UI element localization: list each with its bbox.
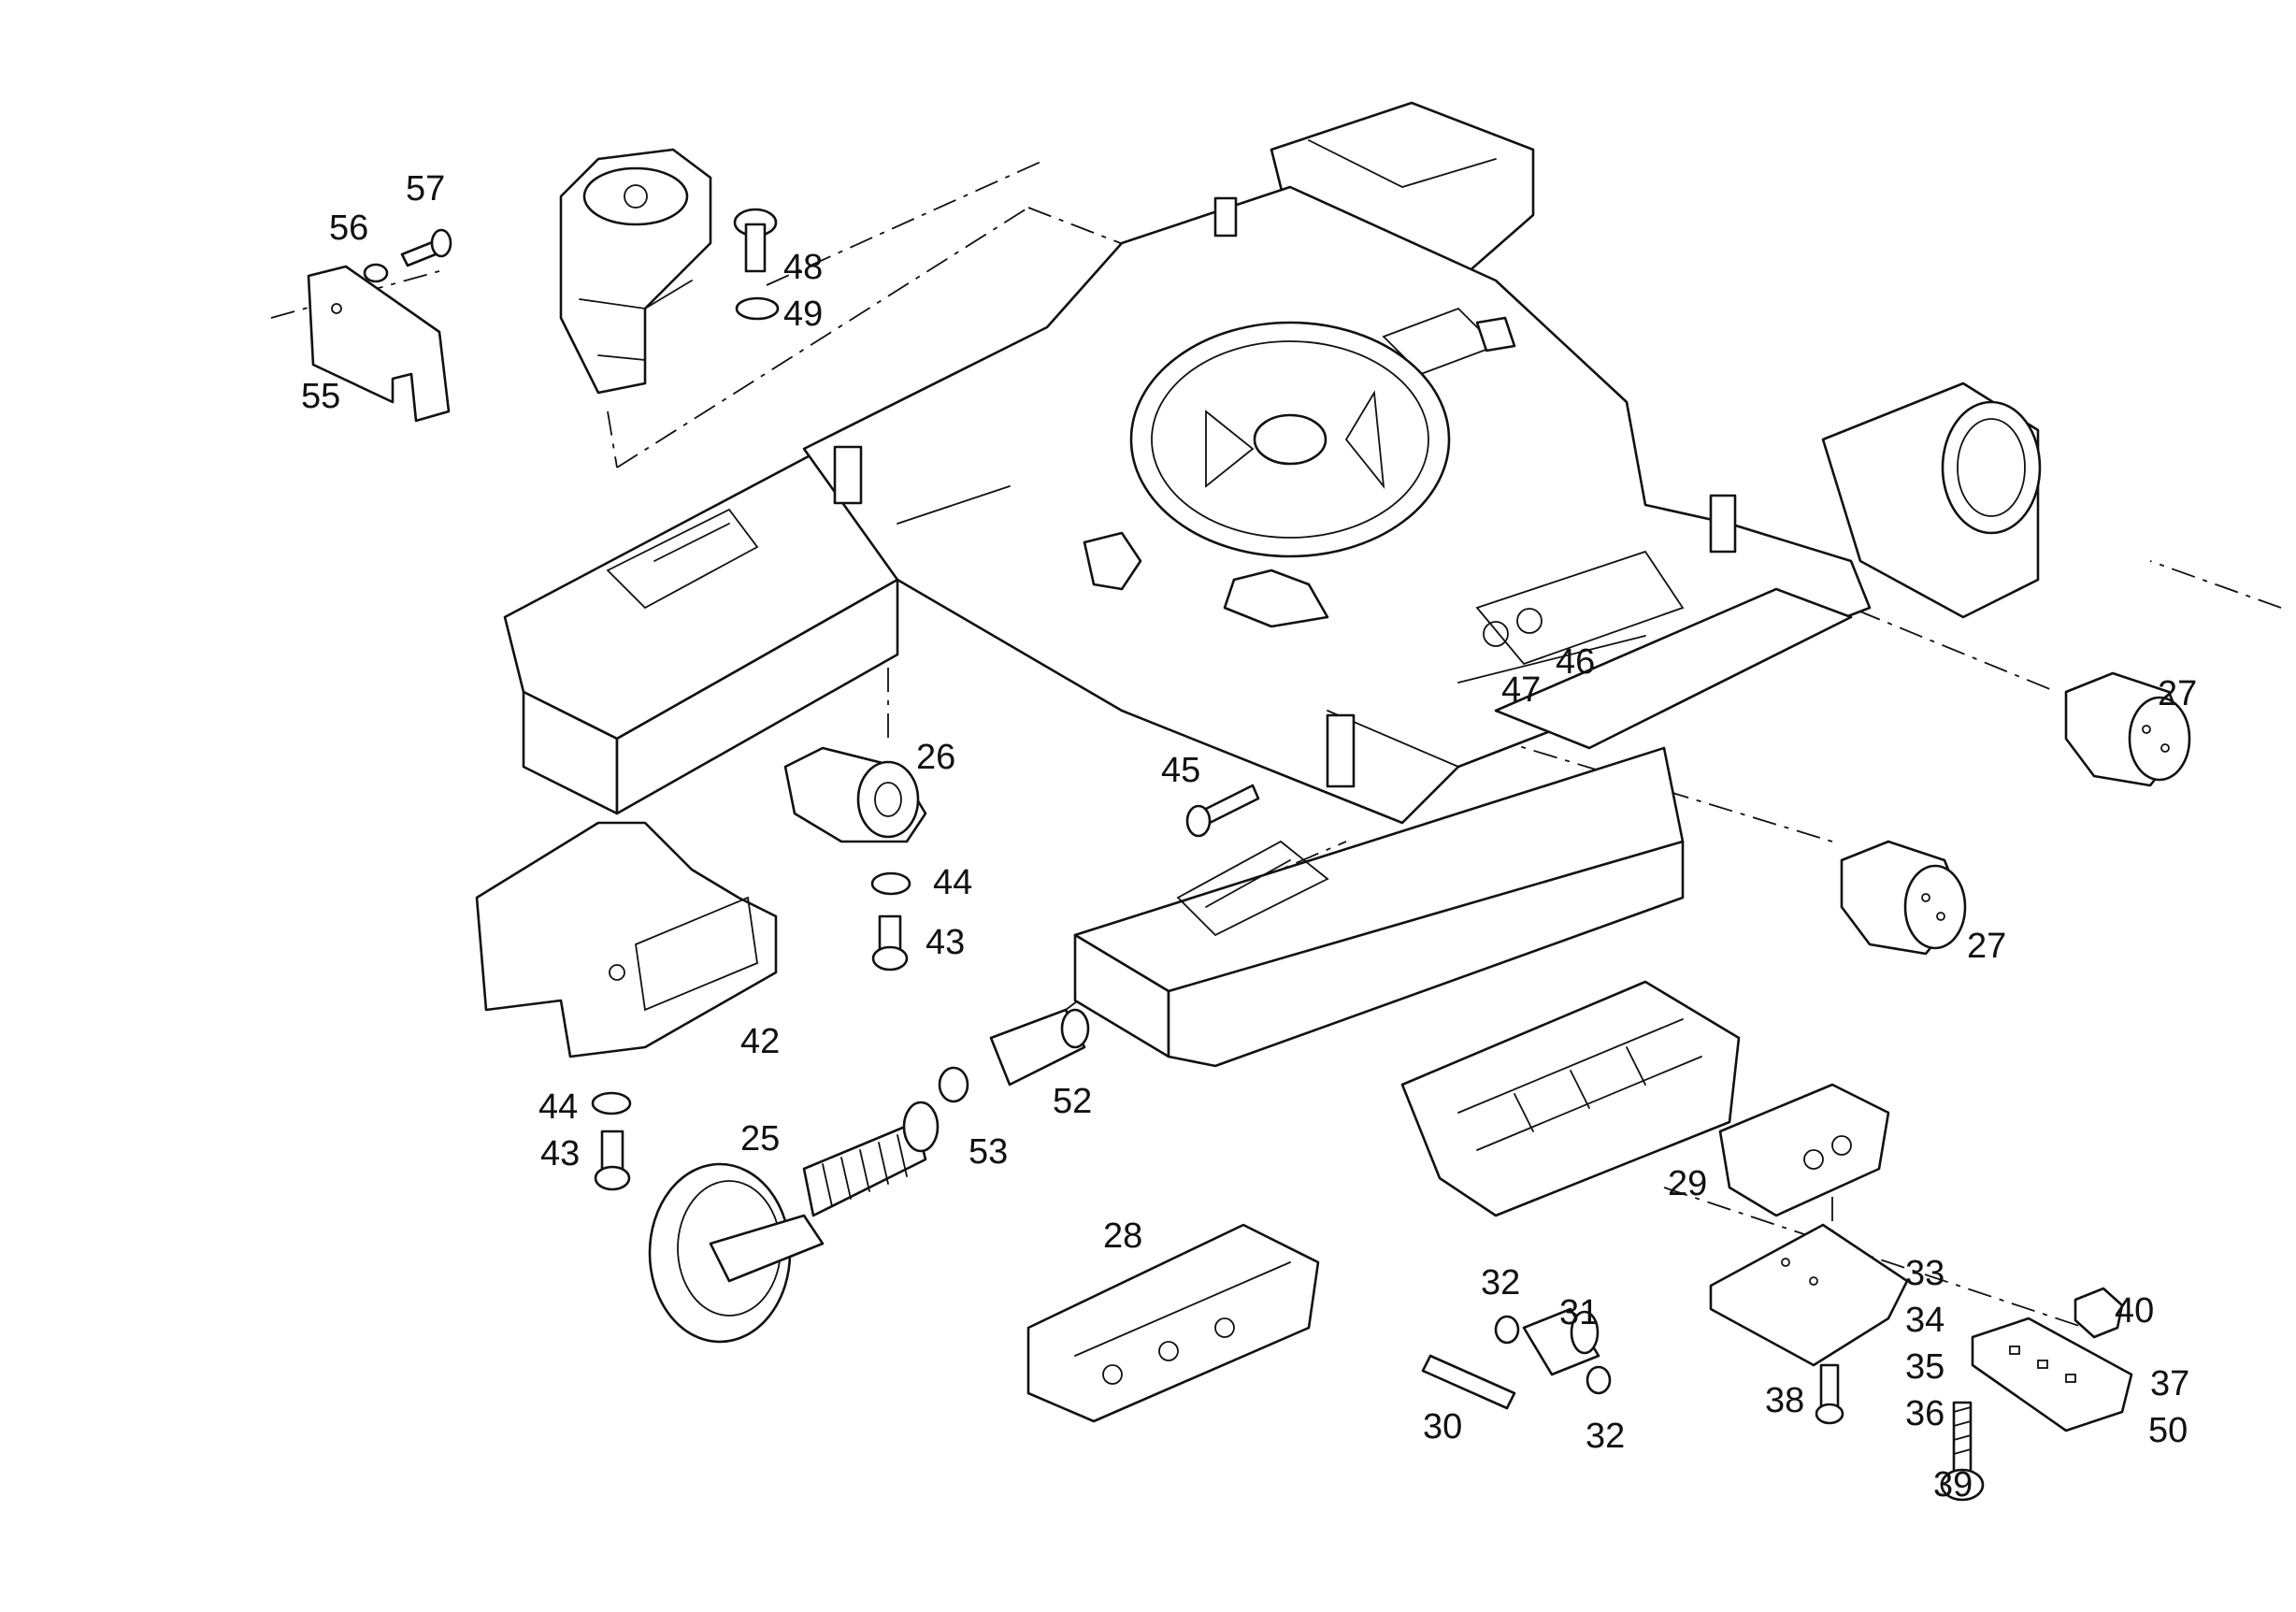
label-34: 34	[1905, 1301, 1944, 1340]
label-55: 55	[301, 377, 340, 416]
label-45: 45	[1161, 751, 1200, 790]
washer-44-upper	[870, 871, 911, 896]
label-56: 56	[329, 209, 368, 248]
label-29: 29	[1668, 1164, 1707, 1203]
cylinder-52	[989, 1008, 1090, 1087]
label-50: 50	[2148, 1411, 2188, 1450]
travel-motor	[559, 148, 712, 395]
bolt-48	[733, 208, 778, 273]
rubber-pad	[1971, 1317, 2133, 1432]
nut-40	[2074, 1287, 2124, 1339]
undercarriage-frame	[503, 101, 2042, 1068]
front-idler-25	[648, 1101, 940, 1344]
label-31: 31	[1559, 1293, 1599, 1332]
label-53: 53	[969, 1132, 1008, 1172]
bolt-45	[1185, 784, 1260, 838]
label-42: 42	[740, 1022, 780, 1061]
label-28: 28	[1103, 1216, 1142, 1256]
idler-bracket-42	[475, 821, 778, 1058]
label-32-upper: 32	[1481, 1263, 1520, 1303]
bracket-plate-55	[307, 265, 451, 423]
washer-56	[363, 263, 389, 283]
label-27-upper: 27	[2158, 674, 2197, 713]
label-25: 25	[740, 1119, 780, 1159]
label-47: 47	[1501, 670, 1541, 710]
label-35: 35	[1905, 1347, 1944, 1387]
label-39: 39	[1933, 1465, 1973, 1504]
label-57: 57	[406, 169, 445, 209]
bolt-38	[1815, 1363, 1844, 1425]
label-26: 26	[916, 738, 955, 777]
label-43-upper: 43	[926, 923, 965, 962]
bolt-43-lower	[594, 1130, 631, 1191]
track-chain-28	[1026, 1223, 1320, 1423]
seal-32-lower	[1586, 1365, 1612, 1395]
label-48: 48	[783, 248, 823, 287]
track-roller-27-upper	[2064, 671, 2191, 787]
bolt-39	[1940, 1401, 1985, 1502]
callout-labels: 57 56 55 48 49 26 47 46 45 27 27 44 43 4…	[301, 169, 2197, 1504]
label-49: 49	[783, 295, 823, 334]
washer-44-lower	[591, 1091, 632, 1115]
label-37: 37	[2150, 1364, 2189, 1403]
label-36: 36	[1905, 1394, 1944, 1433]
label-38: 38	[1765, 1381, 1804, 1420]
track-link-29	[1718, 1083, 1890, 1217]
label-43-lower: 43	[540, 1134, 580, 1173]
label-52: 52	[1053, 1082, 1092, 1121]
washer-49	[735, 296, 780, 321]
bushing-31	[1522, 1307, 1600, 1376]
ring-53	[938, 1066, 969, 1103]
pin-30	[1421, 1354, 1516, 1410]
bolt-57	[400, 228, 452, 267]
label-27-lower: 27	[1967, 927, 2006, 966]
carrier-roller-26	[783, 746, 927, 843]
track-shoe-plate	[1709, 1223, 1909, 1367]
label-44-lower: 44	[538, 1087, 578, 1127]
bolt-43-upper	[871, 914, 909, 972]
track-roller-27-lower	[1840, 840, 1967, 956]
seal-32-upper	[1494, 1315, 1520, 1345]
label-44-upper: 44	[933, 863, 972, 902]
track-chain-assembly	[1400, 980, 1741, 1217]
label-32-lower: 32	[1586, 1417, 1625, 1456]
label-30: 30	[1423, 1407, 1462, 1446]
label-46: 46	[1556, 642, 1595, 682]
label-40: 40	[2115, 1291, 2154, 1331]
label-33: 33	[1905, 1254, 1944, 1293]
